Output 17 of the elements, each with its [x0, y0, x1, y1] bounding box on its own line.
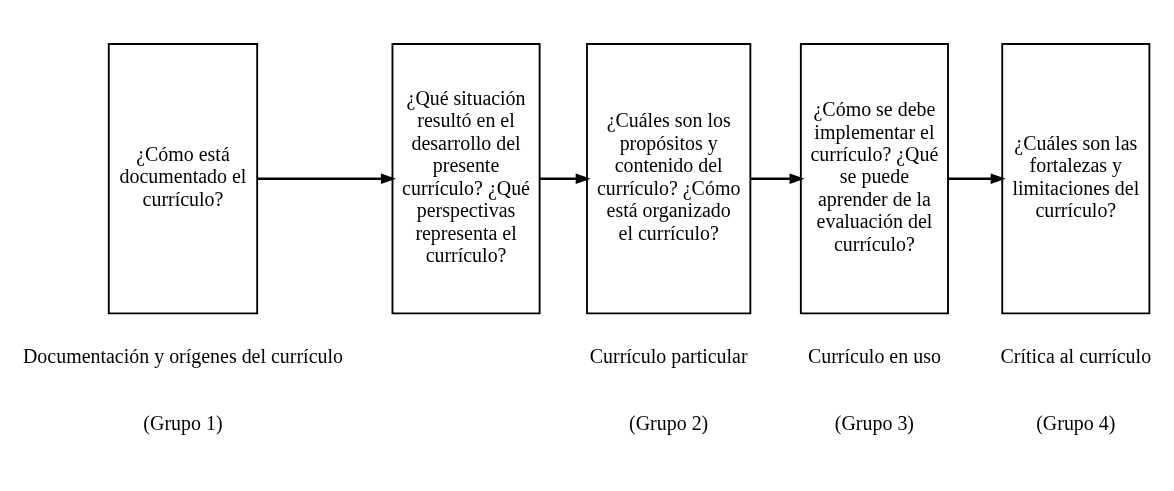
label: (Grupo 2) — [629, 411, 709, 434]
node-box: ¿Cómo se debe implementar el currículo? ¿Qué se puede aprender de la evaluación del currículo? — [799, 42, 949, 314]
label: (Grupo 3) — [834, 411, 915, 434]
node-box: ¿Cuáles son las fortalezas y limitaciones del currículo? — [1001, 42, 1151, 314]
label: (Grupo 1) — [143, 411, 223, 434]
label: Crítica al currículo — [1000, 344, 1152, 367]
arrow — [540, 172, 591, 184]
label: Currículo en uso — [807, 344, 941, 367]
label: Currículo particular — [589, 344, 748, 367]
label: Documentación y orígenes del currículo — [22, 344, 343, 367]
arrow — [750, 172, 805, 184]
node-box: ¿Qué situación resultó en el desarrollo del presente currículo? ¿Qué perspectivas representa el currículo? — [391, 42, 541, 314]
arrow — [257, 172, 396, 184]
arrow — [948, 172, 1006, 184]
label: (Grupo 4) — [1036, 411, 1116, 434]
node-box: ¿Cuáles son los propósitos y contenido del currículo? ¿Cómo está organizado el currículo? — [586, 42, 752, 314]
node-box: ¿Cómo está documentado el currículo? — [107, 42, 259, 314]
